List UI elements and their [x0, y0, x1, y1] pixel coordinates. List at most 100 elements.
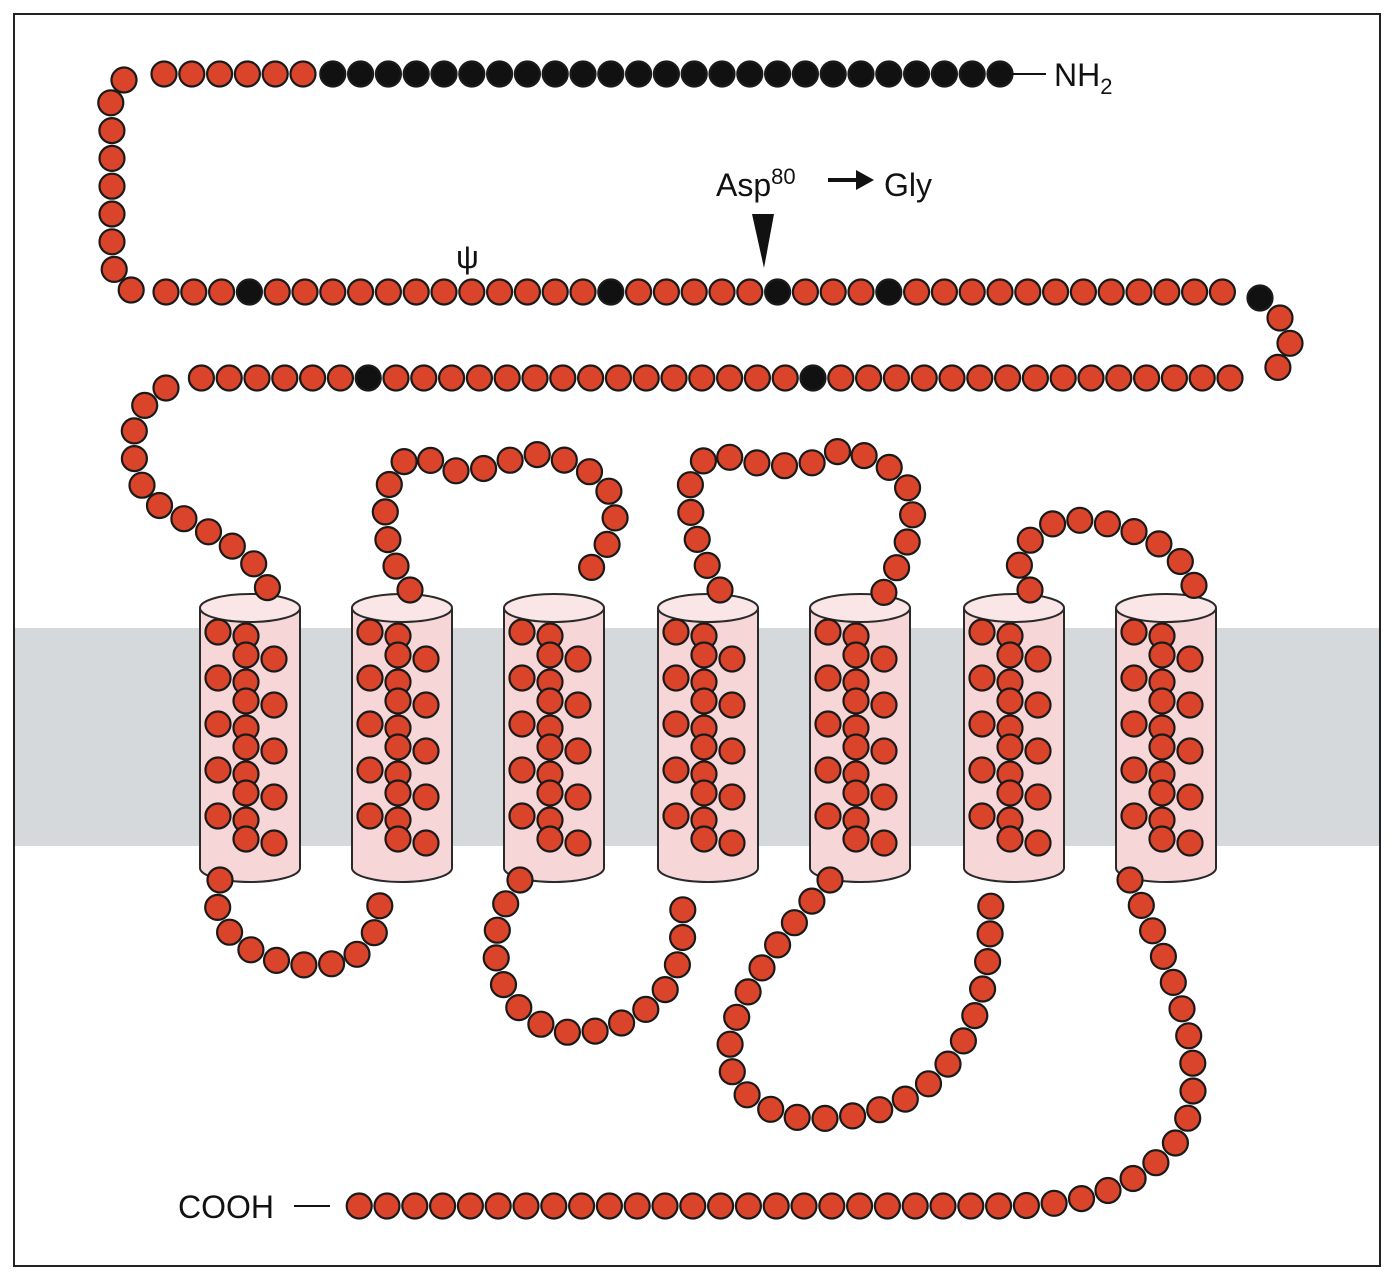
residue — [679, 1192, 707, 1220]
residue — [847, 278, 875, 306]
helix-4-residues — [662, 618, 746, 857]
residue — [1138, 917, 1167, 945]
residue — [870, 578, 898, 607]
residue — [1208, 278, 1237, 306]
extracellular-loop-2 — [676, 438, 927, 607]
residue — [131, 391, 159, 419]
residue — [780, 909, 809, 937]
residue — [1016, 576, 1044, 604]
residue — [208, 278, 236, 306]
highlighted-residue — [902, 60, 931, 88]
residue — [1148, 733, 1176, 761]
residue — [854, 364, 883, 392]
residue — [842, 825, 870, 853]
residue — [718, 829, 746, 857]
residue — [1116, 866, 1144, 894]
residue — [553, 1018, 582, 1046]
residue — [508, 664, 536, 692]
n-terminal-turn-right-dark — [1246, 284, 1274, 312]
residue — [506, 866, 534, 894]
highlighted-residue — [597, 278, 625, 306]
residue — [508, 756, 536, 784]
mutation-site-marker — [752, 214, 774, 268]
residue — [567, 1192, 596, 1220]
residue — [98, 228, 126, 256]
residue — [816, 866, 844, 894]
residue — [976, 920, 1004, 948]
residue — [384, 825, 412, 853]
residue — [410, 364, 438, 392]
helix-2-residues — [356, 618, 440, 857]
residue — [98, 172, 126, 200]
residue — [260, 737, 288, 765]
residue — [536, 687, 564, 715]
residue — [180, 278, 208, 306]
residue — [1132, 364, 1161, 392]
residue — [1105, 364, 1133, 392]
residue — [1024, 737, 1052, 765]
residue — [734, 978, 762, 1006]
residue — [232, 825, 260, 853]
highlighted-residue — [847, 60, 875, 88]
helix-5-residues — [814, 618, 898, 857]
residue — [968, 710, 996, 738]
residue — [623, 1192, 651, 1220]
residue — [1264, 353, 1292, 381]
residue — [484, 1192, 512, 1220]
residue — [356, 710, 384, 738]
residue — [577, 553, 606, 582]
residue — [233, 60, 261, 88]
residue — [299, 364, 327, 392]
residue — [1161, 1129, 1190, 1157]
residue — [693, 551, 721, 580]
n-terminus-label: NH2 — [1054, 57, 1112, 99]
residue — [827, 364, 855, 392]
highlighted-residue — [652, 60, 681, 88]
residue — [430, 278, 458, 306]
residue — [319, 278, 347, 306]
residue — [1179, 1049, 1207, 1077]
helix-1-residues — [204, 618, 288, 857]
residue — [384, 779, 412, 807]
residue — [216, 918, 244, 946]
residue — [1005, 551, 1034, 579]
residue — [215, 364, 243, 392]
residue — [996, 825, 1024, 853]
highlighted-residue — [319, 60, 347, 88]
mutation-label: Asp80 — [716, 164, 796, 203]
residue — [204, 710, 232, 738]
residue — [1069, 278, 1098, 306]
highlighted-residue — [374, 60, 402, 88]
residue — [412, 829, 440, 857]
residue — [662, 710, 690, 738]
highlighted-residue — [458, 60, 486, 88]
residue — [898, 501, 927, 529]
residue — [814, 664, 842, 692]
residue — [291, 278, 319, 306]
residue — [1142, 1149, 1170, 1177]
n-terminus-subscript: 2 — [1100, 74, 1112, 99]
residue — [187, 364, 215, 392]
residue — [152, 278, 180, 306]
residue — [842, 687, 870, 715]
residue — [690, 825, 718, 853]
residue — [541, 278, 569, 306]
highlighted-residue — [235, 278, 263, 306]
residue — [850, 442, 878, 470]
residue — [1148, 641, 1176, 669]
residue — [814, 756, 842, 784]
residue — [98, 144, 126, 172]
n-terminal-turn-left — [97, 66, 145, 304]
residue — [723, 1003, 751, 1031]
residue — [384, 641, 412, 669]
residue — [206, 60, 234, 88]
residue — [523, 441, 551, 469]
highlighted-residue — [680, 60, 708, 88]
residue — [1041, 278, 1070, 306]
residue — [1188, 364, 1216, 392]
residue — [938, 364, 966, 392]
residue — [870, 645, 898, 673]
residue — [356, 802, 384, 830]
highlighted-residue — [486, 60, 514, 88]
glycosylation-symbol: ψ — [456, 239, 479, 275]
